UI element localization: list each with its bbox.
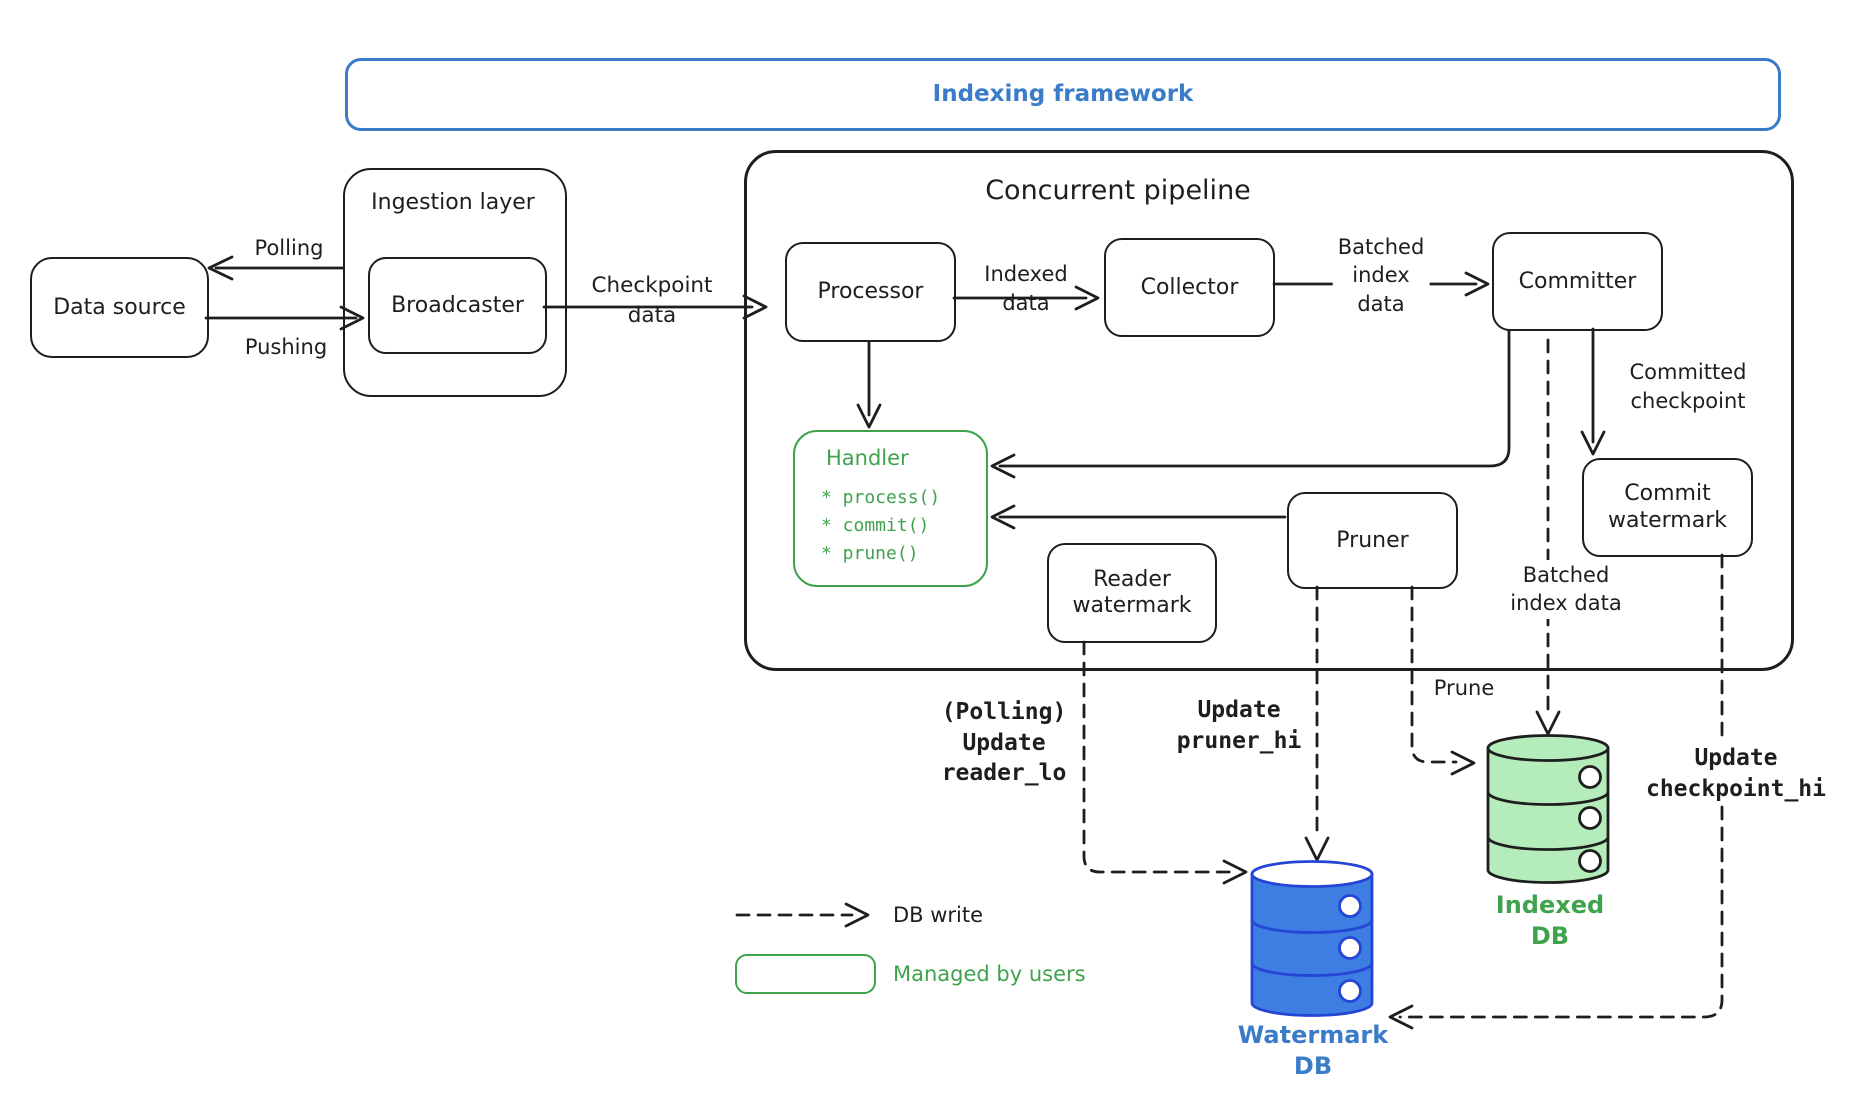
checkpoint-data-label: Checkpoint data xyxy=(591,273,713,328)
collector-label: Collector xyxy=(1140,274,1239,300)
pruner-hi-write-arrow xyxy=(1304,585,1330,862)
data-source-label: Data source xyxy=(53,294,186,320)
pushing-label: Pushing xyxy=(244,335,328,359)
indexed-db-label: Indexed DB xyxy=(1495,891,1605,951)
processor-node: Processor xyxy=(785,242,956,342)
polling-label: Polling xyxy=(254,236,324,260)
checkpoint-hi-write-arrow xyxy=(1388,553,1724,1030)
ingestion-layer-node xyxy=(343,168,567,397)
legend-managed-label: Managed by users xyxy=(893,962,1086,986)
indexed-data-arrow xyxy=(952,285,1100,311)
committer-label: Committer xyxy=(1518,268,1637,294)
handler-item-prune: * prune() xyxy=(821,543,919,564)
batched-index-data-label-2: Batched index data xyxy=(1505,560,1627,619)
indexing-framework-label: Indexing framework xyxy=(932,81,1194,108)
handler-node xyxy=(793,430,988,587)
legend-db-write-label: DB write xyxy=(893,903,984,927)
watermark-db-cylinder xyxy=(1250,860,1374,1017)
indexed-db-top xyxy=(1486,734,1610,762)
collector-node: Collector xyxy=(1104,238,1275,337)
pruner-node: Pruner xyxy=(1287,492,1458,589)
watermark-db-label: Watermark DB xyxy=(1237,1021,1389,1081)
indexed-db-cylinder xyxy=(1486,734,1610,884)
commit-watermark-label: Commit watermark xyxy=(1608,481,1727,533)
committed-checkpoint-label: Committed checkpoint xyxy=(1629,360,1747,413)
handler-item-commit: * commit() xyxy=(821,515,930,536)
checkpoint-data-arrow xyxy=(542,294,768,320)
reader-lo-write-arrow xyxy=(1082,640,1248,885)
committer-indexed-db-write-arrow xyxy=(1535,338,1561,736)
update-checkpoint-hi-label: Update checkpoint_hi xyxy=(1640,742,1832,806)
handler-title: Handler xyxy=(826,446,909,470)
indexed-data-label: Indexed data xyxy=(984,262,1068,315)
processor-to-handler-arrow xyxy=(856,340,882,429)
data-source-node: Data source xyxy=(30,257,209,358)
broadcaster-node: Broadcaster xyxy=(368,257,547,354)
legend-db-write-arrow xyxy=(735,902,870,928)
committer-node: Committer xyxy=(1492,232,1663,331)
indexing-framework-banner: Indexing framework xyxy=(345,58,1781,131)
update-pruner-hi-label: Update pruner_hi xyxy=(1176,697,1302,754)
pruner-to-handler-arrow xyxy=(990,504,1287,530)
legend-managed-swatch xyxy=(735,954,876,994)
watermark-db-top xyxy=(1250,860,1374,888)
update-reader-lo-label: (Polling) Update reader_lo xyxy=(941,699,1067,787)
prune-label: Prune xyxy=(1433,676,1495,700)
batched-index-data-label: Batched index data xyxy=(1332,232,1430,320)
concurrent-pipeline-title: Concurrent pipeline xyxy=(985,175,1251,206)
reader-watermark-label: Reader watermark xyxy=(1072,566,1192,618)
concurrent-pipeline-container xyxy=(744,150,1794,671)
committed-checkpoint-arrow xyxy=(1580,327,1606,456)
prune-arrow xyxy=(1410,585,1476,776)
ingestion-layer-label: Ingestion layer xyxy=(371,190,535,215)
reader-watermark-node: Reader watermark xyxy=(1047,543,1217,643)
broadcaster-label: Broadcaster xyxy=(391,292,524,318)
committer-to-handler-arrow xyxy=(990,329,1511,479)
polling-arrow xyxy=(207,255,345,281)
pushing-arrow xyxy=(204,305,365,331)
pruner-label: Pruner xyxy=(1336,527,1409,553)
commit-watermark-node: Commit watermark xyxy=(1582,458,1753,557)
handler-item-process: * process() xyxy=(821,487,941,508)
processor-label: Processor xyxy=(817,279,924,305)
